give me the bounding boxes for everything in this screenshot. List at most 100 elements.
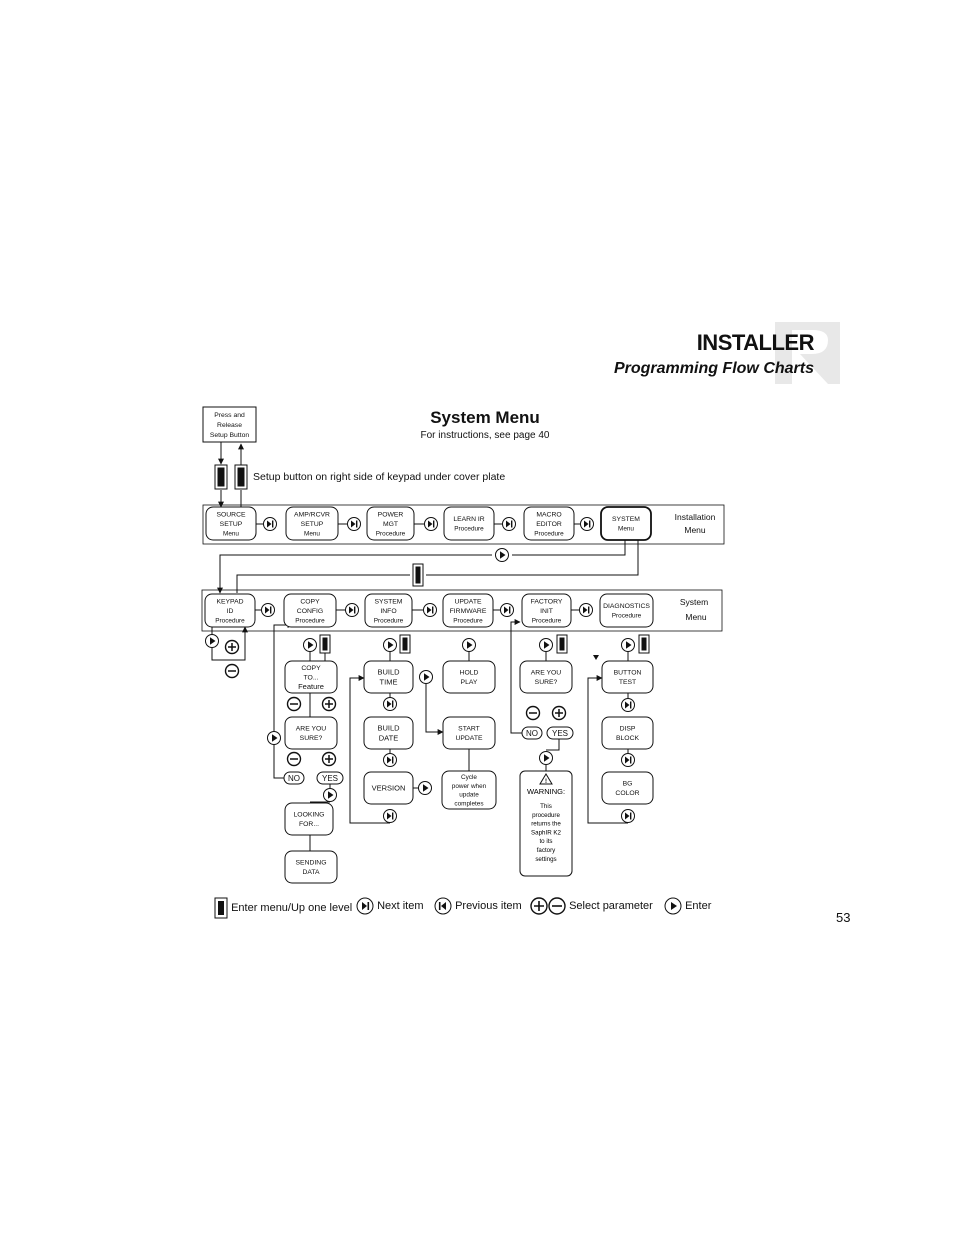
sending-data-box-outline	[284, 850, 338, 884]
copy-yes-pill-text: YES	[322, 774, 338, 783]
installation-item-1-text: AMP/RCVR	[294, 511, 330, 518]
next-item-icon	[502, 517, 516, 531]
system-item-4-text: Procedure	[532, 617, 562, 624]
looking-for-box-outline	[284, 802, 334, 836]
system-item-4-text: FACTORY	[531, 598, 563, 605]
disp-block-box-text: BLOCK	[616, 735, 640, 742]
factory-yes-pill: YES	[546, 726, 574, 740]
next-item-icon	[383, 697, 397, 711]
copy-sure-box-outline	[284, 716, 338, 750]
build-time-box-text: TIME	[380, 678, 398, 687]
diag-loop	[587, 675, 628, 824]
legend-previous-item: Previous item	[455, 899, 522, 912]
warning-text: factory	[537, 847, 556, 854]
system-item-4-outline	[521, 593, 572, 628]
factory-no-pill-text: NO	[526, 729, 538, 738]
copy-to-box-outline	[284, 660, 338, 694]
system-item-4: FACTORY INIT Procedure	[521, 593, 572, 628]
next-item-icon	[263, 517, 277, 531]
installation-item-1-outline	[285, 506, 339, 541]
cycle-power-box-text: update	[459, 792, 479, 799]
minus-icon	[525, 705, 541, 721]
copy-to-box-text: Feature	[298, 682, 324, 691]
page-title: INSTALLER	[696, 330, 815, 355]
button-test-box-text: TEST	[619, 679, 636, 686]
system-item-0-text: ID	[227, 608, 234, 615]
copy-yes-pill: YES	[316, 771, 344, 785]
plus-icon	[321, 696, 337, 712]
plus-icon	[224, 639, 240, 655]
copy-no-pill-text: NO	[288, 774, 300, 783]
system-menu-frame	[201, 589, 723, 632]
factory-sure-box-outline	[519, 660, 573, 694]
next-item-icon	[423, 603, 437, 617]
enter-icon	[664, 897, 682, 915]
build-date-box-text: DATE	[379, 734, 398, 743]
bg-color-box-text: BG	[623, 781, 633, 788]
next-item-icon	[383, 809, 397, 823]
enter-icon	[418, 781, 432, 795]
build-time-box-text: BUILD	[377, 668, 400, 677]
minus-icon	[224, 663, 240, 679]
start-box-text: Release	[217, 422, 242, 429]
system-item-3-text: UPDATE	[454, 598, 482, 605]
button-test-box-outline	[601, 660, 654, 694]
cycle-power-box-text: Cycle	[461, 774, 477, 781]
bg-color-box-text: COLOR	[615, 790, 639, 797]
page-number: 53	[836, 910, 851, 925]
enter-icon	[205, 634, 219, 648]
hold-to-start	[425, 684, 444, 735]
installation-item-0-text: SOURCE	[216, 511, 246, 518]
version-box-text: VERSION	[372, 784, 406, 793]
next-item-icon	[621, 753, 635, 767]
installation-item-0-text: SETUP	[220, 521, 243, 528]
next-item-icon	[345, 603, 359, 617]
system-menu-label: System	[680, 597, 708, 607]
start-update-box-outline	[442, 716, 496, 750]
svg-text:!: !	[545, 779, 547, 785]
system-item-1-outline	[283, 593, 337, 628]
system-item-5-outline	[599, 593, 654, 628]
installation-item-2-text: MGT	[383, 521, 398, 528]
diag-marker	[593, 655, 599, 660]
cycle-power-box-outline	[441, 770, 497, 810]
hold-play-box-outline	[442, 660, 496, 694]
system-item-2-outline	[364, 593, 413, 628]
legend-next-item: Next item	[377, 899, 424, 912]
next-item-icon	[580, 517, 594, 531]
keypad-loop	[211, 626, 248, 661]
warning-text: returns the	[531, 821, 561, 828]
start-box-outline	[202, 406, 257, 443]
system-item-2-text: INFO	[380, 608, 396, 615]
installation-item-4-text: MACRO	[536, 511, 561, 518]
bg-color-box: BG COLOR	[601, 771, 654, 805]
enter-icon	[462, 638, 476, 652]
minus-icon	[286, 696, 302, 712]
version-box-outline	[363, 771, 414, 805]
plus-icon	[530, 897, 548, 915]
disp-block-box-outline	[601, 716, 654, 750]
copy-no-pill-outline	[283, 771, 305, 785]
system-item-0-text: KEYPAD	[216, 598, 243, 605]
system-item-4-text: INIT	[540, 608, 553, 615]
next-item-icon	[383, 753, 397, 767]
version-box: VERSION	[363, 771, 414, 805]
system-item-5-text: DIAGNOSTICS	[603, 603, 650, 610]
installation-item-3-text: LEARN IR	[453, 516, 484, 523]
enter-icon	[419, 670, 433, 684]
build-time-box-outline	[363, 660, 414, 694]
enter-icon	[539, 638, 553, 652]
legend-select-parameter: Select parameter	[569, 899, 653, 912]
system-menu-instructions: For instructions, see page 40	[420, 430, 550, 441]
installation-item-4-text: EDITOR	[536, 521, 562, 528]
installation-item-0-outline	[205, 506, 257, 541]
